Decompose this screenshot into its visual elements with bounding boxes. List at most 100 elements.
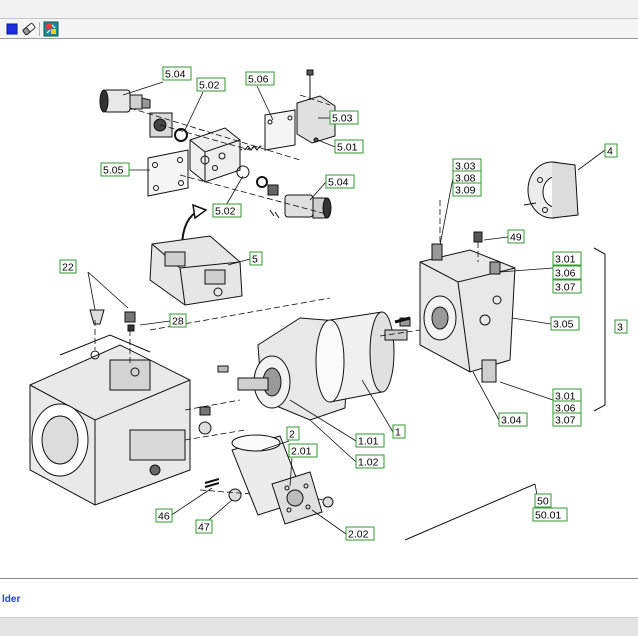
footer-status-bar — [0, 617, 638, 636]
callout-5-04[interactable]: 5.04 — [325, 174, 355, 189]
leader-lines — [87, 81, 606, 535]
callout-4[interactable]: 4 — [604, 143, 618, 158]
callout-1-02[interactable]: 1.02 — [355, 454, 385, 469]
svg-text:5.04: 5.04 — [328, 177, 349, 189]
diagram-svg: 5.04 5.02 5.06 5.03 5.01 5.05 5.04 5.02 3.033.08… — [29, 66, 628, 541]
callout-2-02[interactable]: 2.02 — [345, 526, 375, 541]
callout-3-07[interactable]: 3.07 — [552, 279, 582, 294]
svg-text:3.04: 3.04 — [501, 415, 522, 427]
window-top-strip — [0, 0, 638, 18]
svg-text:28: 28 — [172, 316, 184, 328]
svg-text:3: 3 — [617, 322, 623, 334]
left-fittings — [89, 309, 242, 502]
svg-text:3.01: 3.01 — [555, 391, 576, 403]
cover-5-03 — [296, 69, 336, 144]
plate-5-05 — [147, 149, 189, 197]
bracket-3 — [593, 247, 606, 412]
control-valve-5 — [149, 235, 243, 306]
svg-text:5.02: 5.02 — [215, 206, 236, 218]
callout-5[interactable]: 5 — [249, 251, 263, 266]
callout-5-05[interactable]: 5.05 — [100, 162, 130, 177]
callout-2[interactable]: 2 — [286, 426, 300, 441]
svg-text:47: 47 — [198, 522, 210, 534]
valve-block — [189, 127, 241, 183]
plate-5-06 — [264, 109, 296, 151]
callout-5-04[interactable]: 5.04 — [162, 66, 192, 81]
svg-text:5.02: 5.02 — [199, 80, 220, 92]
callout-5-02[interactable]: 5.02 — [212, 203, 242, 218]
svg-text:3.07: 3.07 — [555, 415, 576, 427]
eraser-icon — [22, 22, 36, 36]
svg-text:5.03: 5.03 — [332, 113, 353, 125]
solenoid-5-04-bottom — [267, 184, 332, 219]
flange-4 — [523, 161, 579, 219]
callout-5-01[interactable]: 5.01 — [334, 139, 364, 154]
svg-text:5.06: 5.06 — [248, 74, 269, 86]
svg-text:3.07: 3.07 — [555, 282, 576, 294]
callout-3[interactable]: 3 — [614, 319, 628, 334]
blue-square-icon — [6, 23, 18, 35]
callout-3-03[interactable]: 3.03 — [452, 158, 482, 173]
svg-text:3.03: 3.03 — [455, 161, 476, 173]
svg-text:2.02: 2.02 — [348, 529, 369, 541]
svg-text:22: 22 — [62, 262, 74, 274]
callout-3-06[interactable]: 3.06 — [552, 265, 582, 280]
svg-text:5.01: 5.01 — [337, 142, 358, 154]
pump-unit-1 — [217, 311, 411, 421]
svg-text:4: 4 — [607, 146, 613, 158]
callout-3-07[interactable]: 3.07 — [552, 412, 582, 427]
svg-text:3.08: 3.08 — [455, 173, 476, 185]
svg-text:49: 49 — [510, 232, 522, 244]
bracket-50 — [404, 483, 536, 541]
solenoid-5-04-top — [99, 89, 151, 113]
svg-text:2: 2 — [289, 429, 295, 441]
callout-2-01[interactable]: 2.01 — [288, 443, 318, 458]
callout-50[interactable]: 50 — [534, 493, 552, 508]
tool-button[interactable] — [43, 21, 59, 37]
callout-46[interactable]: 46 — [155, 508, 173, 523]
callout-50-01[interactable]: 50.01 — [532, 507, 568, 522]
callout-5-02[interactable]: 5.02 — [196, 77, 226, 92]
callout-47[interactable]: 47 — [195, 519, 213, 534]
callout-3-08[interactable]: 3.08 — [452, 170, 482, 185]
callout-28[interactable]: 28 — [169, 313, 187, 328]
callout-3-01[interactable]: 3.01 — [552, 388, 582, 403]
svg-text:50.01: 50.01 — [535, 510, 561, 522]
servo-cylinder-2 — [231, 434, 334, 525]
toolbar — [0, 18, 638, 39]
callout-1-01[interactable]: 1.01 — [355, 433, 385, 448]
callout-3-06[interactable]: 3.06 — [552, 400, 582, 415]
svg-text:3.06: 3.06 — [555, 403, 576, 415]
main-pump-housing — [29, 334, 191, 506]
svg-text:2.01: 2.01 — [291, 446, 312, 458]
valve-body-3 — [394, 231, 516, 383]
stop-square-button[interactable] — [4, 21, 20, 37]
svg-text:1: 1 — [395, 427, 401, 439]
callout-3-05[interactable]: 3.05 — [550, 316, 580, 331]
callout-5-03[interactable]: 5.03 — [329, 110, 359, 125]
callout-3-09[interactable]: 3.09 — [452, 182, 482, 197]
callout-5-06[interactable]: 5.06 — [245, 71, 275, 86]
svg-text:5.05: 5.05 — [103, 165, 124, 177]
dash-centerlines-right — [379, 200, 479, 337]
callout-3-01[interactable]: 3.01 — [552, 251, 582, 266]
diagram-bottom-border — [0, 578, 638, 579]
coil-5-02-top — [149, 112, 188, 142]
svg-text:3.01: 3.01 — [555, 254, 576, 266]
eraser-button[interactable] — [21, 21, 37, 37]
svg-text:3.09: 3.09 — [455, 185, 476, 197]
app-tool-icon — [43, 21, 59, 37]
svg-text:46: 46 — [158, 511, 170, 523]
callout-49[interactable]: 49 — [507, 229, 525, 244]
svg-text:5.04: 5.04 — [165, 69, 186, 81]
footer-link-text[interactable]: lder — [2, 594, 21, 605]
svg-text:5: 5 — [252, 254, 258, 266]
svg-text:1.02: 1.02 — [358, 457, 379, 469]
callout-22[interactable]: 22 — [59, 259, 77, 274]
svg-text:3.06: 3.06 — [555, 268, 576, 280]
svg-text:50: 50 — [537, 496, 549, 508]
dash-centerlines-top — [129, 94, 331, 216]
callout-1[interactable]: 1 — [392, 424, 406, 439]
callout-3-04[interactable]: 3.04 — [498, 412, 528, 427]
